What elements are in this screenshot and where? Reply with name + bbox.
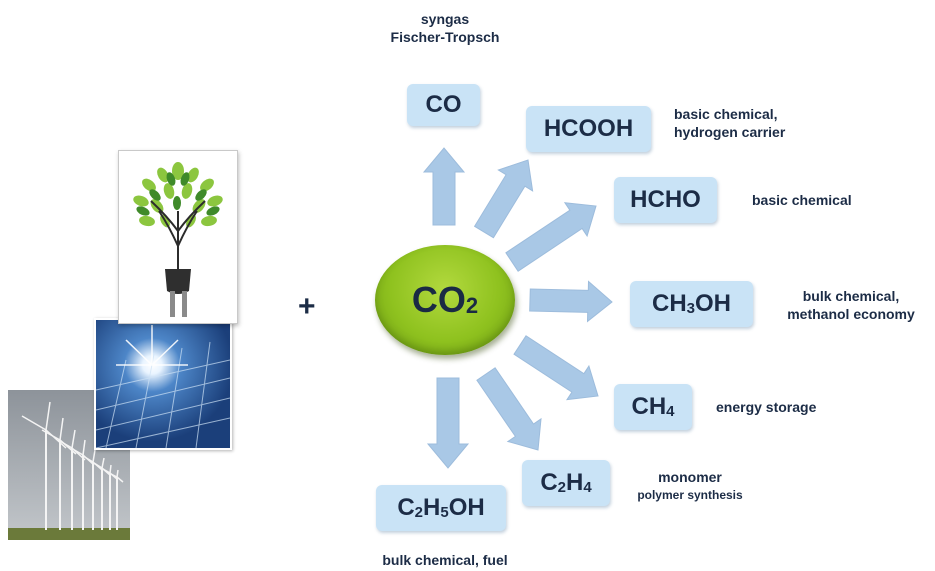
arrow-to-hcooh bbox=[473, 159, 534, 239]
methane-note-line1: energy storage bbox=[716, 399, 817, 415]
product-hcooh-box: HCOOH bbox=[526, 106, 651, 152]
ethanol-part3: OH bbox=[448, 494, 485, 521]
product-co-box: CO bbox=[407, 84, 480, 126]
methanol-sub1: 3 bbox=[686, 299, 695, 317]
hcho-note: basic chemical bbox=[752, 191, 852, 209]
ethanol-part1: C bbox=[397, 494, 415, 521]
ethylene-note-line2: polymer synthesis bbox=[637, 488, 743, 502]
methane-part1: CH bbox=[631, 393, 667, 420]
hcooh-note-line1: basic chemical, bbox=[674, 106, 778, 122]
ethanol-part2: H bbox=[423, 494, 441, 521]
ethanol-note-line1: bulk chemical, fuel bbox=[382, 552, 508, 568]
co-note-line1: syngas bbox=[420, 11, 470, 27]
co2-label: CO bbox=[411, 279, 466, 320]
arrow-to-methane bbox=[513, 335, 599, 401]
methane-sub1: 4 bbox=[666, 402, 675, 420]
ethylene-part1: C bbox=[540, 469, 558, 496]
ethylene-sub1: 2 bbox=[557, 478, 566, 496]
methanol-note-line2: methanol economy bbox=[787, 306, 915, 322]
arrow-to-ethylene bbox=[476, 367, 542, 451]
ethylene-part2: H bbox=[566, 469, 584, 496]
product-hcho-box: HCHO bbox=[614, 177, 717, 223]
methanol-part1: CH bbox=[651, 290, 687, 317]
arrow-to-co bbox=[422, 147, 466, 226]
hcooh-note-line2: hydrogen carrier bbox=[674, 124, 786, 140]
ethanol-note: bulk chemical, fuel bbox=[350, 551, 540, 569]
methanol-note-line1: bulk chemical, bbox=[802, 288, 900, 304]
methanol-note: bulk chemical, methanol economy bbox=[766, 287, 935, 323]
ethanol-sub1: 2 bbox=[414, 503, 423, 521]
product-co-label: CO bbox=[425, 91, 462, 118]
arrow-to-methanol bbox=[529, 280, 613, 323]
hcooh-note: basic chemical, hydrogen carrier bbox=[674, 105, 785, 141]
co-note-line2: Fischer-Tropsch bbox=[390, 29, 500, 45]
tree-plug-icon bbox=[118, 150, 238, 324]
co2-subscript: 2 bbox=[465, 293, 479, 318]
ethylene-note-line1: monomer bbox=[658, 469, 722, 485]
ethylene-sub2: 4 bbox=[583, 478, 592, 496]
ethylene-note: monomer polymer synthesis bbox=[625, 468, 755, 504]
ethanol-sub2: 5 bbox=[440, 503, 449, 521]
plus-sign: + bbox=[298, 290, 316, 323]
arrow-to-hcho bbox=[505, 202, 597, 272]
arrow-to-ethanol bbox=[426, 377, 470, 469]
methanol-part2: OH bbox=[695, 290, 731, 317]
product-hcho-label: HCHO bbox=[630, 186, 701, 213]
co-note: syngas Fischer-Tropsch bbox=[350, 10, 540, 46]
product-hcooh-label: HCOOH bbox=[543, 115, 634, 142]
methane-note: energy storage bbox=[716, 398, 816, 416]
solar-panel-photo bbox=[94, 318, 232, 450]
hcho-note-line1: basic chemical bbox=[752, 192, 852, 208]
